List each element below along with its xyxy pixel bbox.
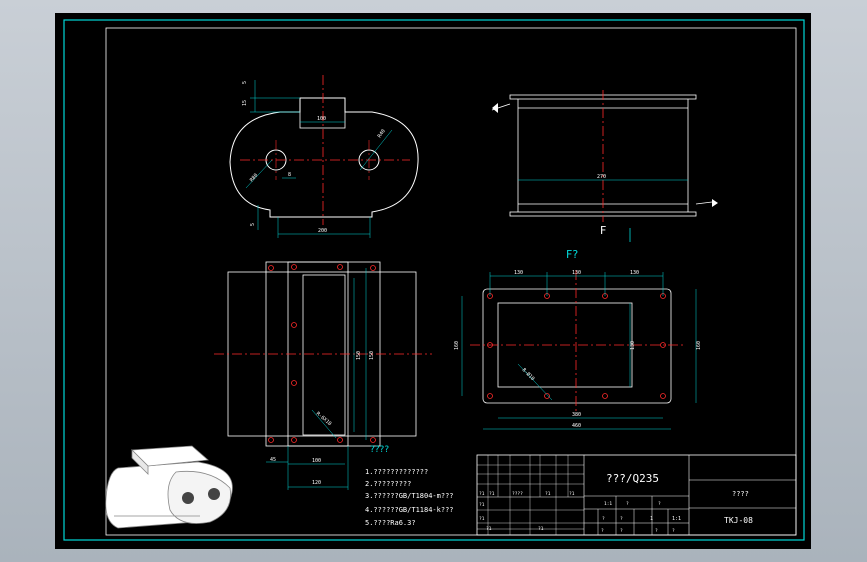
bolt-hole	[487, 342, 493, 348]
bolt-hole	[268, 437, 274, 443]
front-dim-150-b: 150	[369, 351, 375, 360]
tb-r2-0: ?	[602, 516, 605, 522]
dim-5-top: 5	[242, 81, 248, 84]
flange-dim-160-left: 160	[454, 341, 460, 350]
front-dim-45-text: 45	[270, 457, 276, 463]
tb-l3-3: ?1	[538, 526, 544, 532]
dim-15: 15	[242, 100, 248, 106]
tb-r1-0: 1:1	[604, 501, 612, 507]
marker-right-arrow	[695, 201, 713, 205]
dim-200: 200	[318, 228, 327, 234]
flange-dim-130-c: 130	[630, 270, 639, 276]
flange-dim-160-right: 160	[696, 341, 702, 350]
tb-l3-0: ?1	[479, 516, 485, 522]
bolt-hole	[370, 265, 376, 271]
isometric-view	[105, 445, 233, 529]
top-view: 5 15 100 R80 R40 8 5 200	[229, 75, 419, 238]
bolt-hole	[291, 380, 297, 386]
tb-r1-1: ?	[626, 501, 629, 507]
flange-outer	[482, 288, 672, 404]
front-leader	[311, 409, 337, 439]
flange-dim-460: 460	[572, 423, 581, 429]
tb-r2-3: 1:1	[672, 516, 681, 522]
flange-bolt-holes	[487, 293, 666, 399]
bolt-hole	[660, 342, 666, 348]
tb-r2-1: ?	[620, 516, 623, 522]
flange-dim-380: 380	[572, 412, 581, 418]
tb-name: ????	[732, 490, 749, 498]
tb-r3-0: ?	[601, 528, 604, 534]
bolt-hole	[370, 437, 376, 443]
side-dim-270: 270	[597, 174, 606, 180]
bolt-hole	[544, 393, 550, 399]
tb-l1-3: ?1	[545, 491, 551, 497]
outer-border	[63, 19, 805, 541]
tb-left-grid	[477, 455, 584, 535]
side-view: 270 F	[491, 90, 718, 242]
inner-border	[105, 27, 797, 536]
front-caption: ????	[370, 445, 389, 455]
note-5: 5.????Ra6.3?	[365, 519, 416, 527]
technical-notes: 1.????????????? 2.????????? 3.??????GB/T…	[365, 468, 454, 527]
front-dim-150-a: 150	[356, 351, 362, 360]
tb-l2-0: ?1	[479, 502, 485, 508]
tb-r1-2: ?	[658, 501, 661, 507]
bolt-hole	[487, 393, 493, 399]
note-1: 1.?????????????	[365, 468, 428, 476]
note-4: 4.??????GB/T1184-k???	[365, 506, 454, 514]
tb-l1-2: ????	[512, 491, 523, 497]
bolt-hole	[337, 437, 343, 443]
note-2: 2.?????????	[365, 480, 411, 488]
tb-r3-2: ?	[655, 528, 658, 534]
bolt-hole	[660, 393, 666, 399]
flange-dim-130-b: 130	[572, 270, 581, 276]
dim-5-bottom: 5	[250, 223, 256, 226]
leader-r80	[245, 159, 273, 189]
leader-r40	[359, 129, 393, 171]
front-bolt-holes	[268, 264, 376, 443]
iso-end-cap	[167, 470, 231, 524]
note-3: 3.??????GB/T1804-m???	[365, 492, 454, 500]
iso-hole-2	[208, 488, 220, 500]
bolt-hole	[291, 264, 297, 270]
top-tab	[299, 97, 346, 129]
flange-dim-130-inner: 130	[630, 341, 636, 350]
section-label-f: F	[600, 224, 606, 237]
tb-r3-3: ?	[672, 528, 675, 534]
dim-r40: R40	[377, 128, 387, 139]
tb-material: ???/Q235	[606, 472, 659, 485]
marker-left-triangle	[492, 103, 498, 113]
tb-l1-1: ?1	[489, 491, 495, 497]
title-block-frame	[476, 454, 797, 536]
front-dim-100-text: 100	[312, 458, 321, 464]
flange-title: F?	[566, 248, 578, 261]
front-dim-120-text: 120	[312, 480, 321, 486]
tb-l1-0: ?1	[479, 491, 485, 497]
tb-l1-4: ?1	[569, 491, 575, 497]
dim-100: 100	[317, 116, 326, 122]
tb-drawing-no: TKJ-08	[724, 516, 753, 525]
bolt-hole	[291, 322, 297, 328]
tb-r2-2: 1	[650, 516, 653, 522]
iso-hole-1	[182, 492, 194, 504]
tb-r3-1: ?	[620, 528, 623, 534]
iso-top-box-front	[131, 449, 149, 475]
flange-dim-130-a: 130	[514, 270, 523, 276]
bolt-hole	[602, 393, 608, 399]
oval-plate-outline	[229, 97, 419, 218]
dim-8: 8	[288, 172, 291, 178]
bolt-hole	[268, 265, 274, 271]
flange-leader	[517, 363, 553, 401]
bolt-hole	[291, 437, 297, 443]
front-opening	[302, 274, 346, 436]
flange-view: F? 130 130 130 160 130	[454, 248, 702, 430]
dim-r80: R80	[249, 173, 259, 184]
marker-right-triangle	[712, 199, 718, 207]
tb-l3-2: ?1	[486, 526, 492, 532]
title-block: ???/Q235 ???? TKJ-08 ?1 ?1 ???? ?1 ?1 ?1…	[476, 454, 797, 536]
bolt-hole	[337, 264, 343, 270]
